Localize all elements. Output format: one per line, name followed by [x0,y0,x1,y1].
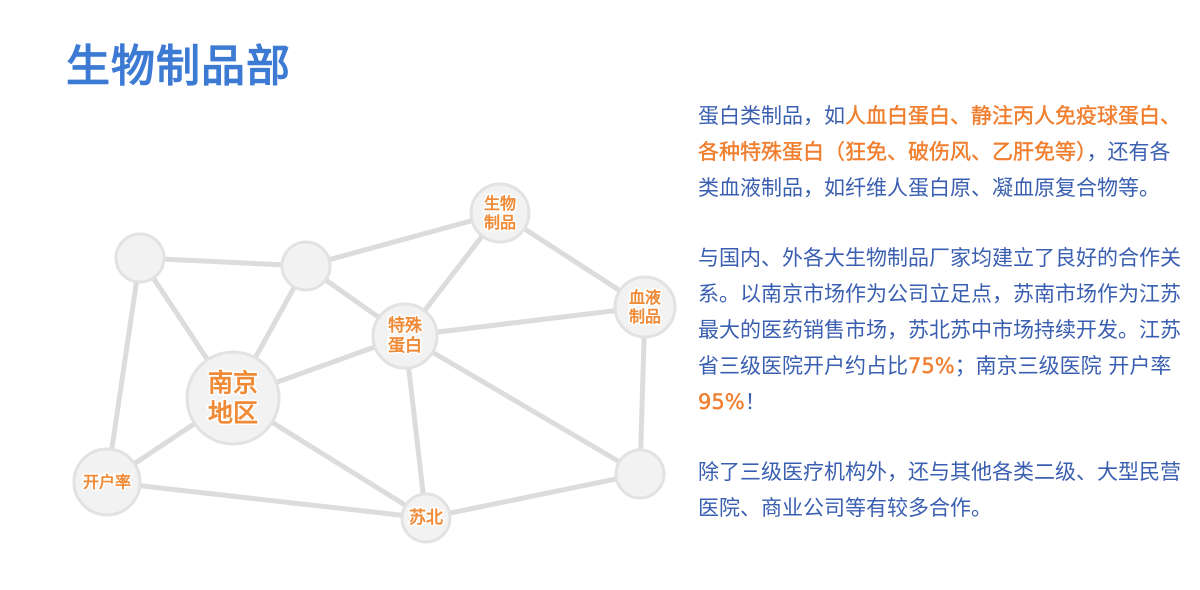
diagram-edges [104,210,648,521]
node-blood: 血液制品 [613,275,677,339]
node-circle [185,350,281,446]
edge-kaihu-subei [104,479,429,521]
node-circle [280,240,332,292]
node-special: 特殊蛋白 [371,302,439,370]
node-circle [371,302,439,370]
node-label: 制品 [484,213,516,232]
node-circle [72,447,142,517]
page-title: 生物制品部 [66,41,291,92]
node-n2 [280,240,332,292]
paragraph-other-cooperation: 除了三级医疗机构外，还与其他各类二级、大型民营医院、商业公司等有较多合作。 [698,454,1184,526]
node-label: 南京 [208,369,258,398]
node-kaihu: 开户率 [72,447,142,517]
body-text: ！ [744,390,766,414]
node-circle [469,182,531,244]
body-text: 与国内、外各大生物制品厂家均建立了良好的合作关系。以南京市场作为公司立足点，苏南… [698,246,1181,378]
node-subei: 苏北 [400,492,452,544]
node-label: 地区 [208,399,258,428]
node-label: 特殊 [388,315,423,336]
node-label: 生物 [484,194,516,213]
edge-special-n9 [402,333,643,477]
edge-n2-bio [303,210,503,269]
edge-n1-kaihu [104,255,143,485]
highlight-text: 75% [908,354,955,378]
node-circle [400,492,452,544]
node-n1 [114,232,166,284]
node-n9 [614,448,666,500]
paragraph-products: 蛋白类制品，如人血白蛋白、静注丙人免疫球蛋白、各种特殊蛋白（狂免、破伤风、乙肝免… [698,98,1184,206]
highlight-text: 人血白蛋白、静注丙人免疫球蛋白、各种特殊蛋白（狂免、破伤风、乙肝免等） [698,104,1181,164]
edge-subei-n9 [423,471,643,521]
body-text: 除了三级医疗机构外，还与其他各类二级、大型民营医院、商业公司等有较多合作。 [698,460,1181,520]
edge-special-blood [402,304,648,339]
node-label: 蛋白 [388,335,422,356]
node-circle [114,232,166,284]
node-circle [614,448,666,500]
node-label: 苏北 [409,507,443,528]
node-bio: 生物制品 [469,182,531,244]
node-label: 开户率 [83,473,131,492]
body-text: ；南京三级医院 开户率 [954,354,1172,378]
node-label: 制品 [629,307,661,326]
highlight-text: 95% [698,390,745,414]
body-text: ，还有各类血液制品，如纤维人蛋白原、凝血原复合物等。 [698,140,1171,200]
body-text: 蛋白类制品，如 [698,104,845,128]
paragraph-partnership: 与国内、外各大生物制品厂家均建立了良好的合作关系。以南京市场作为公司立足点，苏南… [698,240,1184,420]
description-column: 蛋白类制品，如人血白蛋白、静注丙人免疫球蛋白、各种特殊蛋白（狂免、破伤风、乙肝免… [698,98,1184,560]
edge-n1-n2 [137,255,309,269]
node-circle [613,275,677,339]
node-label: 血液 [629,288,662,307]
